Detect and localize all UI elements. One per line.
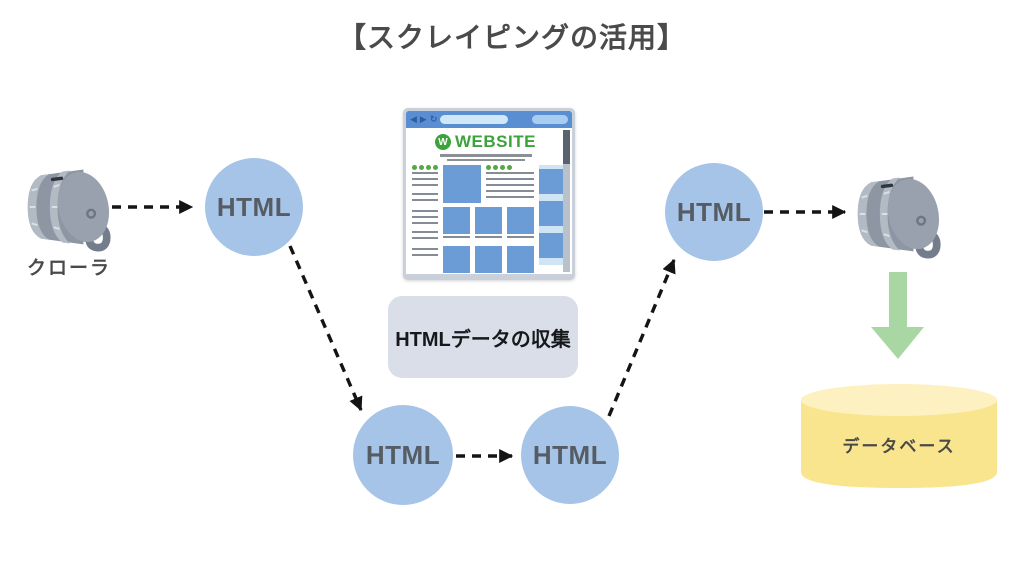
website-logo-icon: W [435, 134, 452, 150]
website-browser-mockup: ◀ ▶ ↻ W WEBSITE [403, 108, 575, 280]
database-cylinder-icon [801, 384, 997, 488]
image-block [443, 207, 470, 234]
webpage-content: W WEBSITE [406, 128, 572, 274]
html-node-4: HTML [665, 163, 763, 261]
image-block [539, 169, 564, 194]
page-title: 【スクレイピングの活用】 [337, 22, 686, 53]
address-bar [440, 115, 509, 124]
forward-icon: ▶ [419, 114, 427, 124]
browser-title-bar: ◀ ▶ ↻ [406, 111, 572, 128]
back-icon: ◀ [410, 114, 417, 124]
crawler-right-icon [857, 176, 941, 259]
website-title: WEBSITE [455, 132, 536, 151]
scrollbar-thumb [563, 130, 570, 164]
left-text-column [412, 165, 438, 265]
image-block [443, 246, 470, 273]
database: データベース [801, 384, 997, 492]
sidebar-column [539, 165, 564, 265]
html-node-2: HTML [353, 405, 453, 505]
crawler-left-label: クローラ [26, 258, 111, 279]
text-line [446, 158, 525, 161]
image-block [539, 201, 564, 226]
website-header: W WEBSITE [412, 132, 559, 152]
image-block [539, 233, 564, 258]
collection-label-box: HTMLデータの収集 [388, 296, 578, 378]
browser-button [532, 115, 568, 124]
refresh-icon: ↻ [429, 114, 438, 124]
text-line [439, 154, 532, 157]
arrow-html3-to-html4 [607, 258, 676, 417]
html-node-3: HTML [521, 406, 619, 504]
down-arrow-icon [871, 272, 924, 359]
scrollbar [563, 130, 570, 272]
database-label: データベース [842, 437, 956, 456]
image-block [507, 246, 534, 273]
arrow-html1-to-html2 [288, 245, 363, 412]
image-block [475, 207, 502, 234]
image-block [507, 207, 534, 234]
html-node-1: HTML [205, 158, 303, 256]
image-block [475, 246, 502, 273]
main-content-column [443, 165, 534, 273]
crawler-left-icon [27, 169, 111, 252]
image-block [443, 165, 481, 203]
